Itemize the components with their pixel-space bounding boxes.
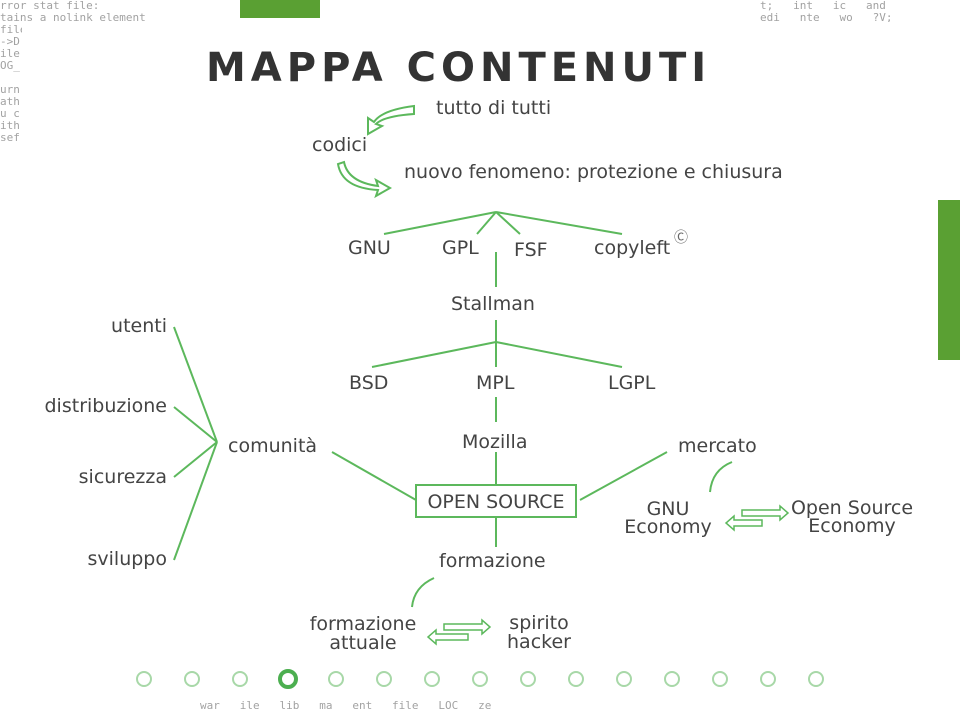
background-code-bottom: war ile lib ma ent file LOC ze [200, 700, 492, 712]
node-distribuzione: distribuzione [45, 395, 168, 417]
background-green-block-top [240, 0, 320, 18]
node-nuovo-fenomeno: nuovo fenomeno: protezione e chiusura [404, 161, 783, 183]
pagination-dot[interactable] [328, 671, 344, 687]
node-sicurezza: sicurezza [79, 466, 167, 488]
node-formazione: formazione [439, 550, 546, 572]
pagination-dot[interactable] [712, 671, 728, 687]
slide-title: MAPPA CONTENUTI [206, 45, 711, 91]
pagination-dot[interactable] [232, 671, 248, 687]
open-source-box [415, 484, 577, 518]
pagination-dot[interactable] [664, 671, 680, 687]
pagination-dot[interactable] [472, 671, 488, 687]
double-arrow-hacker [426, 618, 492, 646]
node-lgpl: LGPL [608, 372, 656, 394]
node-gpl: GPL [442, 237, 479, 259]
node-gnu: GNU [348, 237, 391, 259]
node-sviluppo: sviluppo [88, 548, 168, 570]
pagination-dot[interactable] [184, 671, 200, 687]
node-open-source: OPEN SOURCE [427, 491, 564, 513]
node-mozilla: Mozilla [462, 431, 527, 453]
node-gnu-economy-line2: Economy [624, 516, 712, 538]
node-bsd: BSD [349, 372, 388, 394]
node-gnu-economy-line1: GNU [647, 498, 690, 520]
node-formazione-attuale-line2: attuale [329, 632, 396, 654]
node-codici: codici [312, 134, 367, 156]
pagination-dot[interactable] [760, 671, 776, 687]
double-arrow-economy [724, 504, 790, 532]
cycle-arrows [336, 104, 415, 199]
pagination-dot[interactable] [616, 671, 632, 687]
slide: MAPPA CONTENUTI [22, 22, 938, 698]
node-spirito-hacker-line1: spirito [509, 612, 568, 634]
pagination-dot[interactable] [568, 671, 584, 687]
background-green-block [938, 200, 960, 360]
slide-pagination [136, 669, 824, 689]
pagination-dot[interactable] [424, 671, 440, 687]
pagination-dot[interactable] [808, 671, 824, 687]
pagination-dot[interactable] [376, 671, 392, 687]
node-tutto-di-tutti: tutto di tutti [436, 97, 551, 119]
node-stallman: Stallman [451, 293, 535, 315]
node-formazione-attuale-line1: formazione [310, 613, 417, 635]
content-map-diagram: MAPPA CONTENUTI [45, 45, 913, 689]
pagination-dot-active[interactable] [278, 669, 298, 689]
pagination-dot[interactable] [136, 671, 152, 687]
pagination-dot[interactable] [520, 671, 536, 687]
node-mercato: mercato [678, 435, 757, 457]
node-fsf: FSF [514, 239, 548, 261]
node-utenti: utenti [111, 315, 167, 337]
node-open-source-economy-line1: Open Source [791, 497, 913, 519]
copyleft-symbol: Ⓒ [674, 230, 688, 246]
node-comunita: comunità [228, 435, 317, 457]
node-copyleft: copyleft [594, 237, 670, 259]
background-code-top-left: rror stat file: tains a nolink element f… [0, 0, 146, 144]
node-open-source-economy-line2: Economy [808, 515, 896, 537]
node-mpl: MPL [476, 372, 515, 394]
connector-lines [173, 211, 733, 608]
node-spirito-hacker-line2: hacker [507, 631, 571, 653]
